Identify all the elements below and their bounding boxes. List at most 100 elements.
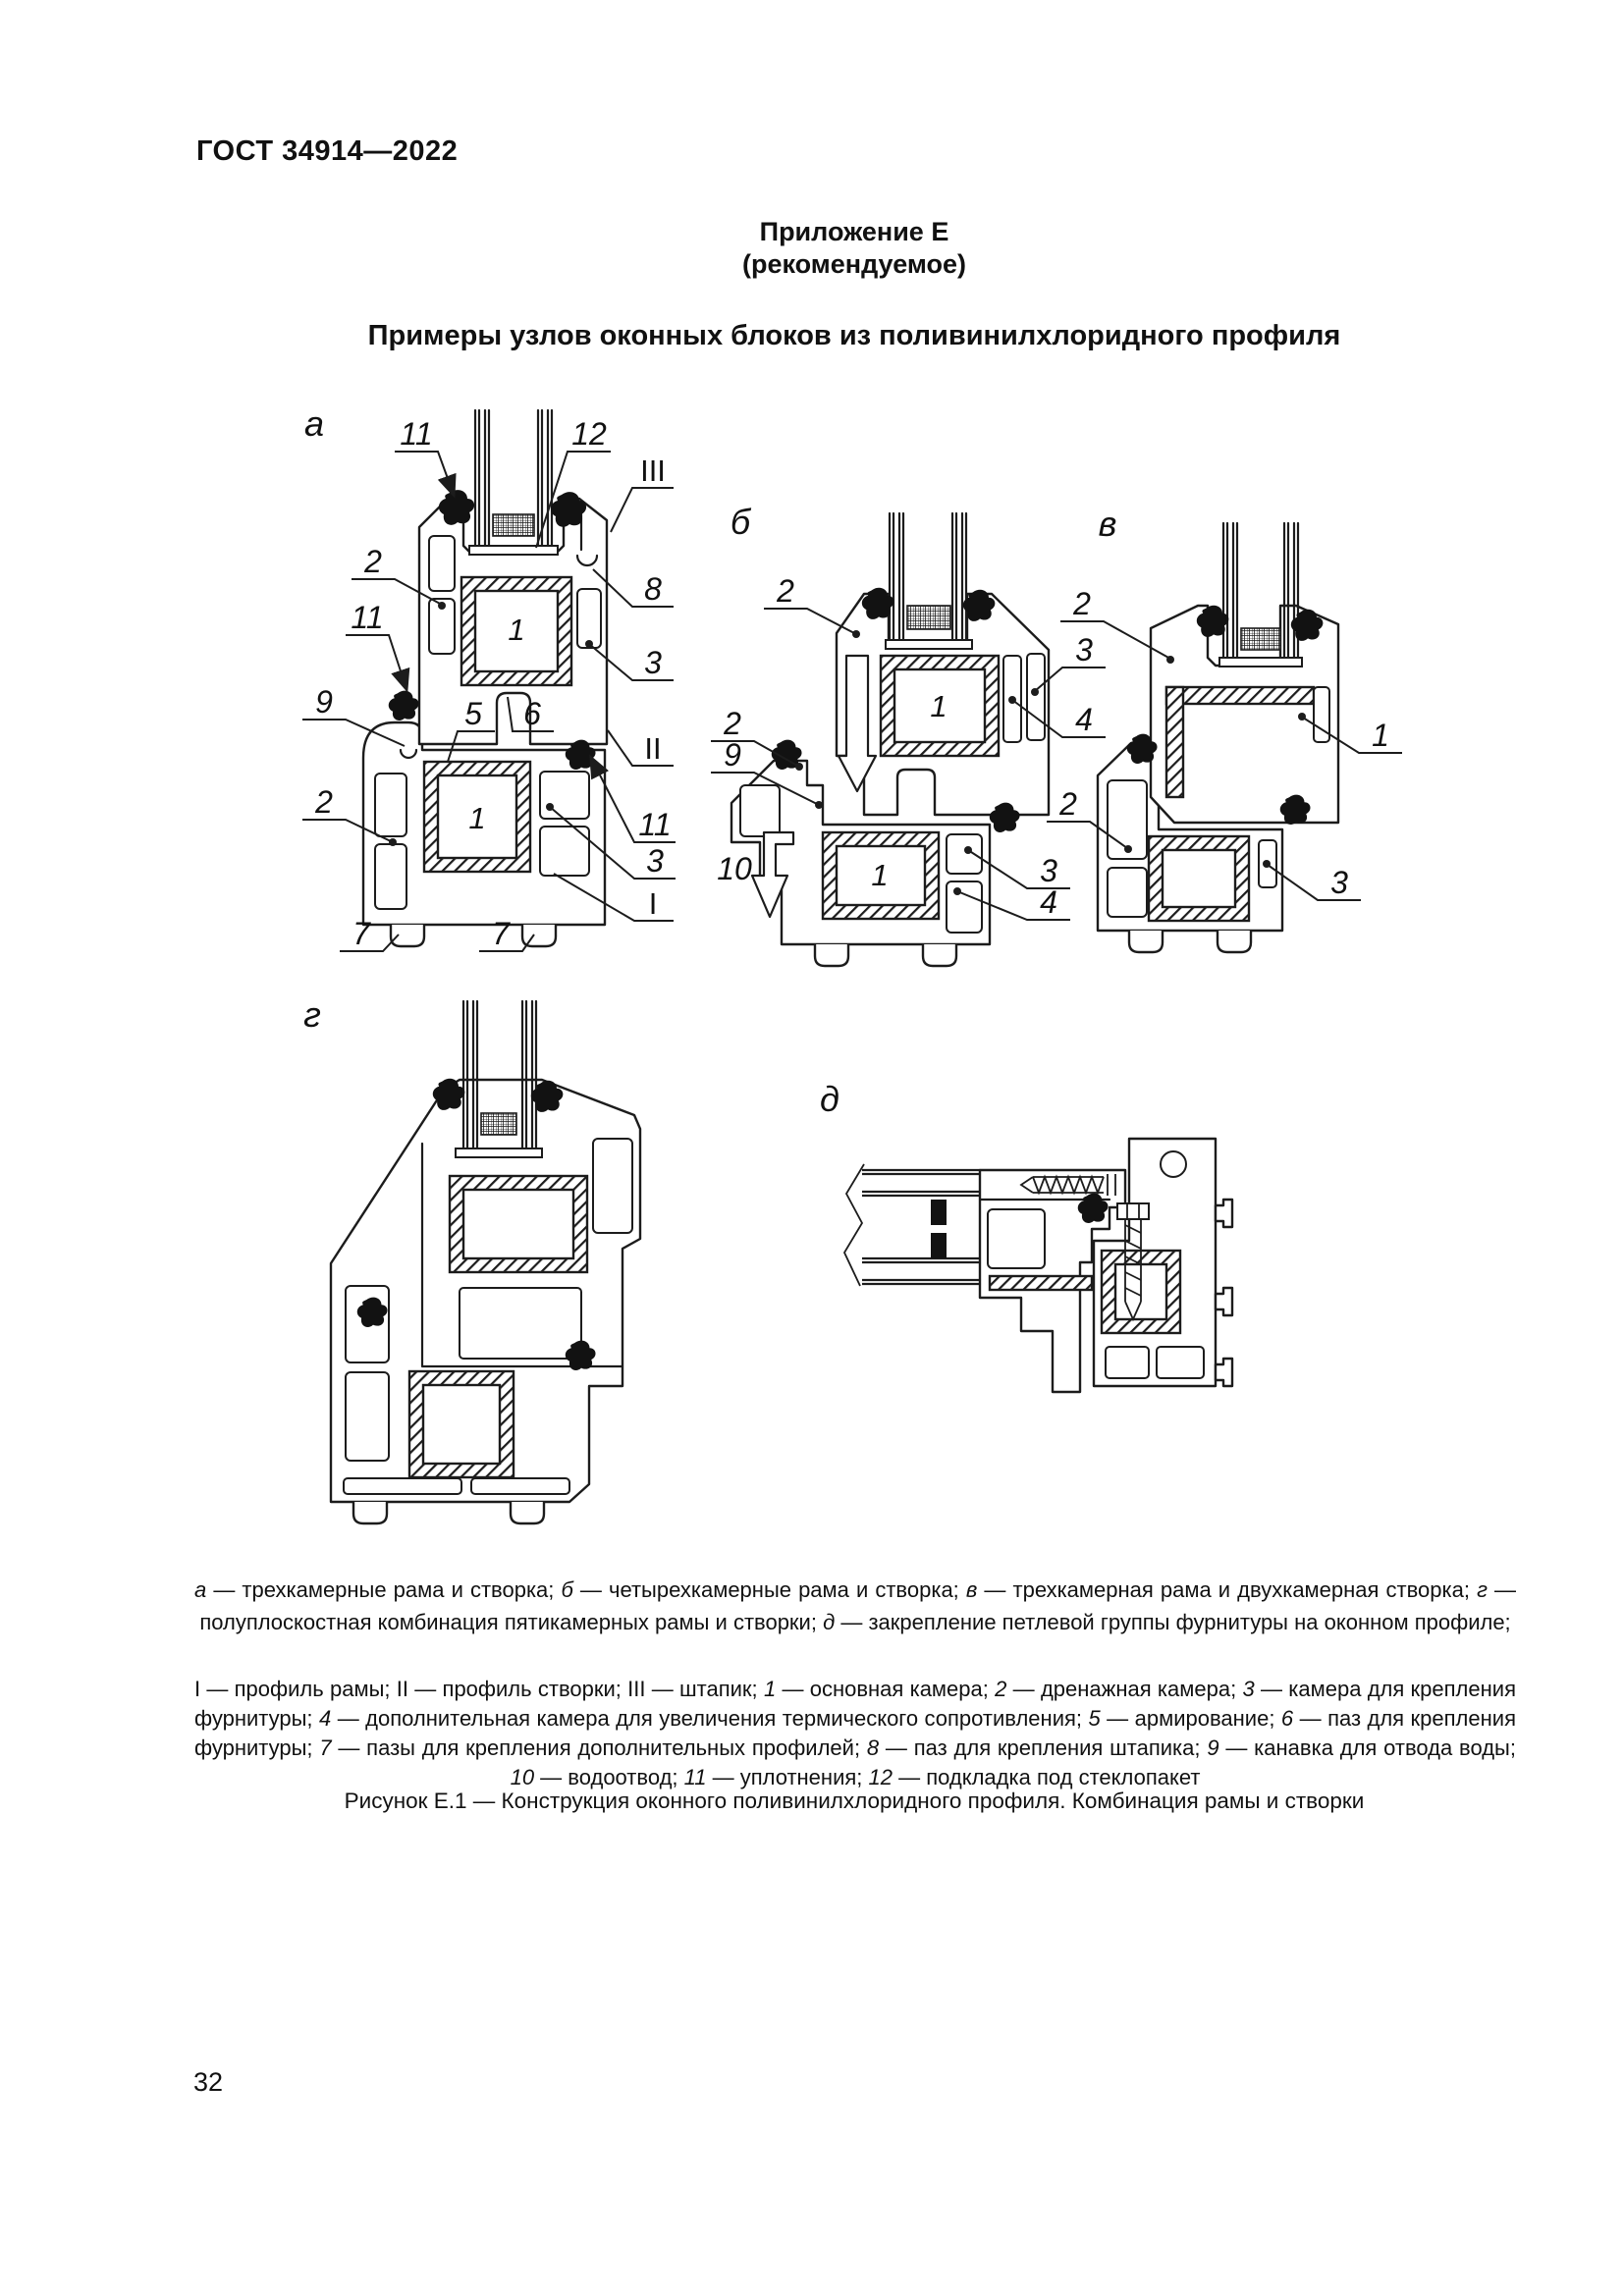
diagram-g: г <box>303 994 642 1525</box>
seal-icon <box>438 490 475 525</box>
svg-text:4: 4 <box>1040 884 1057 920</box>
callout-3: 3 <box>585 640 674 681</box>
svg-text:3: 3 <box>1075 632 1093 667</box>
sash-reinforcement <box>1164 685 1185 799</box>
glass-spacer <box>1240 627 1281 651</box>
break-mask <box>844 1164 862 1290</box>
vertical-screw-icon <box>1116 1202 1150 1322</box>
diagram-d: д <box>820 1079 1234 1394</box>
svg-text:3: 3 <box>646 843 664 879</box>
svg-text:I: I <box>649 886 658 921</box>
sash-reinforcement <box>1164 685 1316 706</box>
callout-II: II <box>607 729 674 767</box>
glass-unit <box>455 999 543 1158</box>
glass-unit <box>1218 521 1303 667</box>
callout-6: 6 <box>507 696 554 732</box>
svg-text:10: 10 <box>717 851 752 886</box>
callout-I: I <box>553 873 674 922</box>
callout-3: 3 <box>1263 860 1361 901</box>
variant-label-v: в <box>1099 504 1117 544</box>
glass-spacer <box>931 1200 947 1225</box>
callout-2: 2 <box>764 573 860 638</box>
seal-icon <box>550 492 587 527</box>
horizontal-screw-icon <box>1019 1174 1116 1196</box>
svg-text:3: 3 <box>1040 853 1057 888</box>
drainage-arrow <box>837 654 878 793</box>
glass-unit <box>885 511 973 650</box>
callout-2: 2 <box>352 544 446 610</box>
glazing-pad <box>455 1148 543 1158</box>
page-title: Примеры узлов оконных блоков из поливини… <box>367 320 1341 351</box>
variant-label-b: б <box>731 502 752 542</box>
sash-reinforcement: 1 <box>879 654 1001 758</box>
water-outlet-arrow <box>750 830 795 919</box>
glass-spacer <box>492 513 535 537</box>
glazing-pad <box>468 545 559 556</box>
svg-text:2: 2 <box>363 544 382 579</box>
chamber-1-label: 1 <box>871 858 888 892</box>
glass-spacer <box>480 1112 517 1136</box>
svg-text:8: 8 <box>644 571 662 607</box>
callout-2: 2 <box>302 784 397 846</box>
glass-unit <box>842 1163 982 1290</box>
svg-text:9: 9 <box>724 737 741 773</box>
svg-text:11: 11 <box>400 416 432 452</box>
callout-10: 10 <box>717 851 752 886</box>
diagram-a: а 1 <box>302 403 676 952</box>
callout-11: 11 <box>395 416 457 499</box>
variant-label-d: д <box>820 1079 839 1119</box>
callout-III: III <box>610 454 674 533</box>
frame-reinforcement: 1 <box>821 830 941 921</box>
svg-text:11: 11 <box>351 600 383 635</box>
sash-profile: 1 <box>417 497 609 746</box>
callout-5: 5 <box>447 696 495 763</box>
svg-text:III: III <box>640 454 666 488</box>
figure-legend: I — профиль рамы; II — профиль створки; … <box>194 1677 1516 1789</box>
chamber-1-label: 1 <box>930 689 947 723</box>
frame-reinforcement <box>407 1369 515 1479</box>
variant-label-a: а <box>304 403 324 444</box>
callout-9: 9 <box>711 737 823 809</box>
figure-caption: Рисунок Е.1 — Конструкция оконного полив… <box>344 1789 1365 1813</box>
diagram-b: б 1 <box>711 502 1106 968</box>
callout-3: 3 <box>546 803 676 880</box>
svg-text:5: 5 <box>464 696 482 731</box>
standard-number: ГОСТ 34914—2022 <box>196 135 459 167</box>
svg-text:4: 4 <box>1075 702 1093 737</box>
svg-text:3: 3 <box>644 645 662 680</box>
figure-variants-description: а — трехкамерные рама и створка; б — чет… <box>194 1577 1516 1634</box>
callout-3: 3 <box>964 846 1070 889</box>
page-number: 32 <box>193 2067 224 2097</box>
frame-sash-combination <box>329 1078 642 1525</box>
appendix-label: Приложение Е <box>759 217 949 246</box>
svg-text:2: 2 <box>1072 586 1091 621</box>
callout-1: 1 <box>1298 713 1402 754</box>
svg-text:7: 7 <box>492 916 511 951</box>
svg-text:2: 2 <box>314 784 333 820</box>
callout-4: 4 <box>953 884 1070 921</box>
frame-reinforcement: 1 <box>422 760 532 874</box>
callout-7: 7 <box>479 916 535 952</box>
callout-4: 4 <box>1008 696 1106 738</box>
frame-profile: 1 <box>730 759 992 968</box>
svg-text:7: 7 <box>352 916 371 951</box>
sash-reinforcement: 1 <box>460 575 573 687</box>
frame-reinforcement <box>1147 834 1251 923</box>
glass-spacer <box>931 1233 947 1258</box>
seal-icon <box>388 690 419 721</box>
frame-profile <box>1096 741 1284 954</box>
sash-reinforcement <box>448 1174 589 1274</box>
svg-text:3: 3 <box>1330 865 1348 900</box>
frame-profile: 1 <box>361 721 607 948</box>
break-line-icon <box>842 1163 865 1287</box>
callout-7: 7 <box>340 916 400 952</box>
svg-text:II: II <box>644 731 661 766</box>
callout-3: 3 <box>1031 632 1106 696</box>
glazing-pad <box>1218 657 1303 667</box>
appendix-type: (рекомендуемое) <box>742 249 966 279</box>
svg-text:6: 6 <box>523 696 541 731</box>
diagram-v: в <box>1047 504 1402 954</box>
variant-label-g: г <box>303 994 321 1035</box>
